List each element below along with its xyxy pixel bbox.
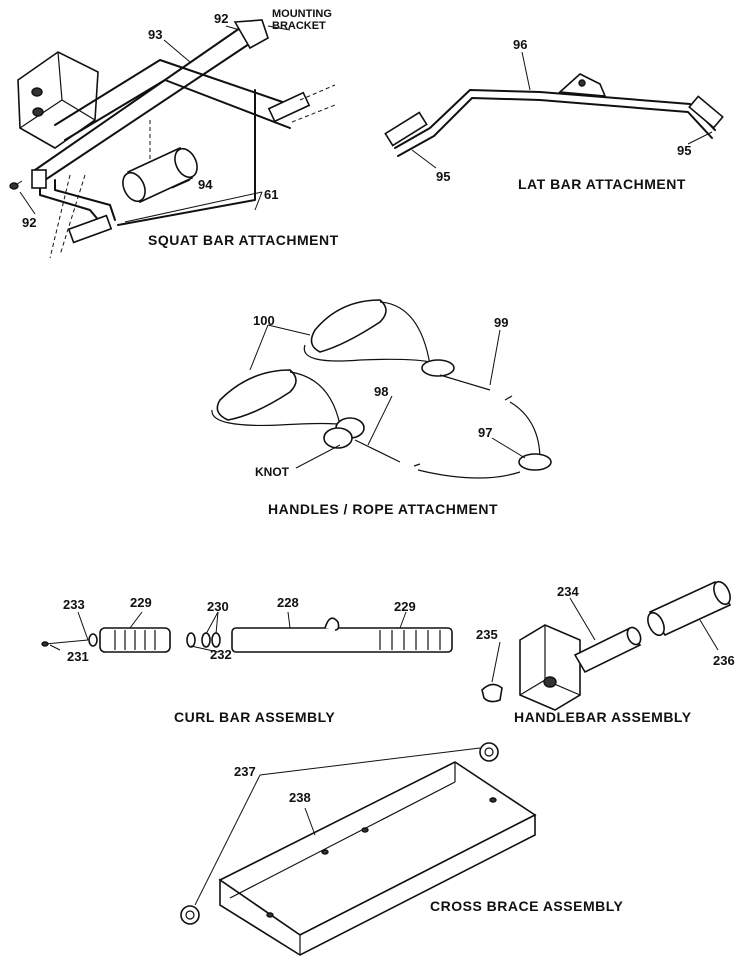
lat-bar-title: LAT BAR ATTACHMENT — [518, 176, 686, 192]
callout-98: 98 — [374, 384, 389, 399]
handles-rope-drawing — [211, 299, 552, 479]
callout-93: 93 — [148, 27, 163, 42]
callout-235: 235 — [476, 627, 498, 642]
cross-brace-drawing — [180, 742, 537, 956]
callout-92-left: 92 — [22, 215, 37, 230]
callout-knot: KNOT — [255, 465, 289, 479]
handlebar-title: HANDLEBAR ASSEMBLY — [514, 709, 692, 725]
callout-232: 232 — [210, 647, 232, 662]
callout-96: 96 — [513, 37, 528, 52]
callout-234: 234 — [557, 584, 579, 599]
callout-231: 231 — [67, 649, 89, 664]
callout-95-left: 95 — [436, 169, 451, 184]
cross-brace-title: CROSS BRACE ASSEMBLY — [430, 898, 624, 914]
squat-bar-title: SQUAT BAR ATTACHMENT — [148, 232, 339, 248]
callout-237: 237 — [234, 764, 256, 779]
callout-229-left: 229 — [130, 595, 152, 610]
curl-bar-title: CURL BAR ASSEMBLY — [174, 709, 336, 725]
curl-bar-drawing — [41, 611, 453, 653]
callout-mounting-bracket: MOUNTING BRACKET — [272, 8, 332, 32]
handles-rope-title: HANDLES / ROPE ATTACHMENT — [268, 501, 499, 517]
lat-bar-drawing — [384, 51, 724, 169]
callout-99: 99 — [494, 315, 509, 330]
callout-97: 97 — [478, 425, 493, 440]
callout-233: 233 — [63, 597, 85, 612]
callout-95-right: 95 — [677, 143, 692, 158]
callout-61: 61 — [264, 187, 279, 202]
callout-100: 100 — [253, 313, 275, 328]
callout-238: 238 — [289, 790, 311, 805]
callout-228: 228 — [277, 595, 299, 610]
callout-229-right: 229 — [394, 599, 416, 614]
callout-94: 94 — [198, 177, 213, 192]
handlebar-drawing — [481, 580, 732, 711]
callout-92-top: 92 — [214, 11, 229, 26]
callout-230: 230 — [207, 599, 229, 614]
squat-bar-drawing — [9, 19, 336, 259]
callout-236: 236 — [713, 653, 735, 668]
